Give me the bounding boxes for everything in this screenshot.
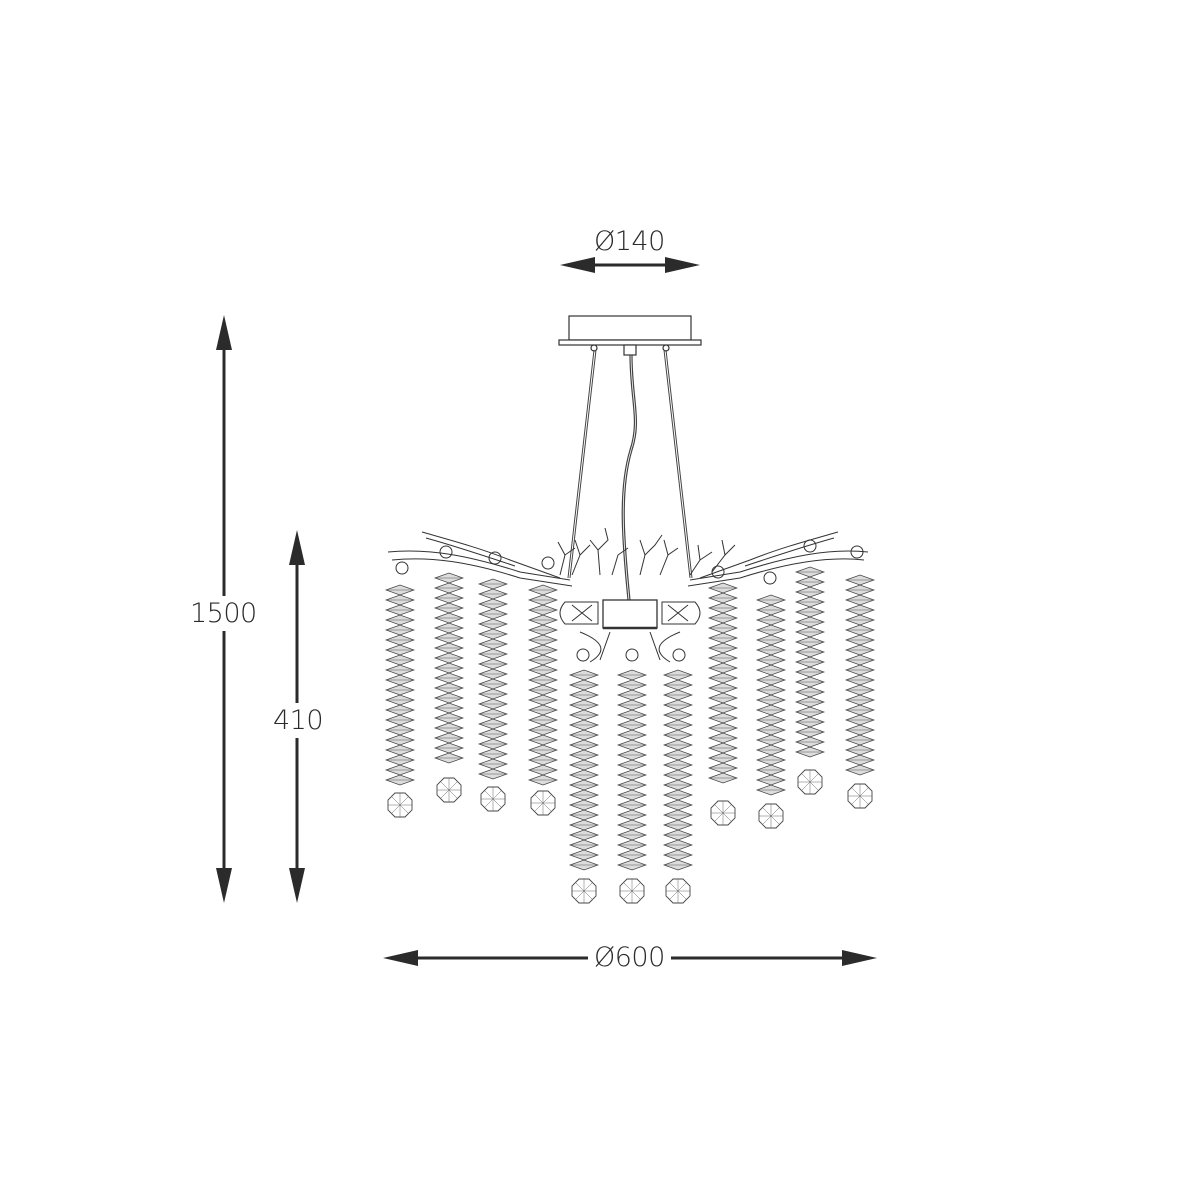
crystal-strand-front	[663, 669, 693, 904]
crystal-strand	[434, 572, 464, 803]
crystal-strand	[385, 584, 415, 818]
branch-frame	[387, 527, 869, 663]
crystal-strand	[478, 578, 508, 812]
ceiling-canopy	[558, 315, 702, 356]
crystal-strand	[528, 584, 558, 816]
crystal-strand-front	[569, 669, 599, 904]
crystal-strand	[708, 582, 738, 826]
crystal-strand	[795, 566, 825, 795]
total-height-label: 1500	[190, 596, 257, 631]
crystal-strand	[845, 574, 875, 809]
dimension-canopy-diameter	[560, 257, 700, 273]
canopy-diameter-label: Ø140	[594, 226, 665, 257]
crystal-strand	[756, 594, 786, 829]
body-diameter-label: Ø600	[588, 944, 671, 971]
suspension-wires	[567, 349, 693, 601]
strand-hooks	[395, 539, 864, 662]
crystal-strand-front	[617, 669, 647, 904]
body-height-label: 410	[273, 703, 324, 738]
